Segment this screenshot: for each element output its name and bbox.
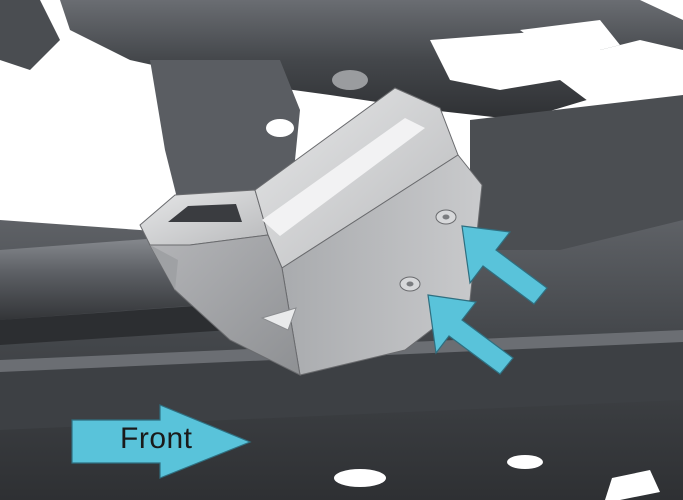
bracket-slot — [168, 204, 242, 222]
right-frame-rail — [470, 95, 683, 250]
upper-left-part — [0, 0, 60, 70]
hole-top — [332, 70, 368, 90]
hole-bottom-3 — [605, 470, 660, 500]
gap-left — [0, 70, 60, 150]
bracket-lip — [150, 245, 178, 290]
pointer-arrow-icon — [461, 225, 548, 305]
front-label: Front — [120, 422, 193, 455]
pointer-arrow-icon — [427, 294, 514, 375]
bracket-bend-highlight — [262, 118, 425, 236]
gap-left-mid — [10, 150, 120, 230]
tube-shadow — [0, 305, 230, 345]
bolt-upper — [435, 209, 457, 225]
hole-bottom-2 — [507, 455, 543, 469]
bracket-triangle-cutout — [260, 307, 297, 331]
hole-upper — [266, 119, 294, 137]
hole-bottom-1 — [334, 469, 386, 487]
gap-right-upper — [520, 20, 620, 60]
bolt-lower — [399, 276, 421, 292]
front-arrow-icon — [71, 404, 252, 479]
